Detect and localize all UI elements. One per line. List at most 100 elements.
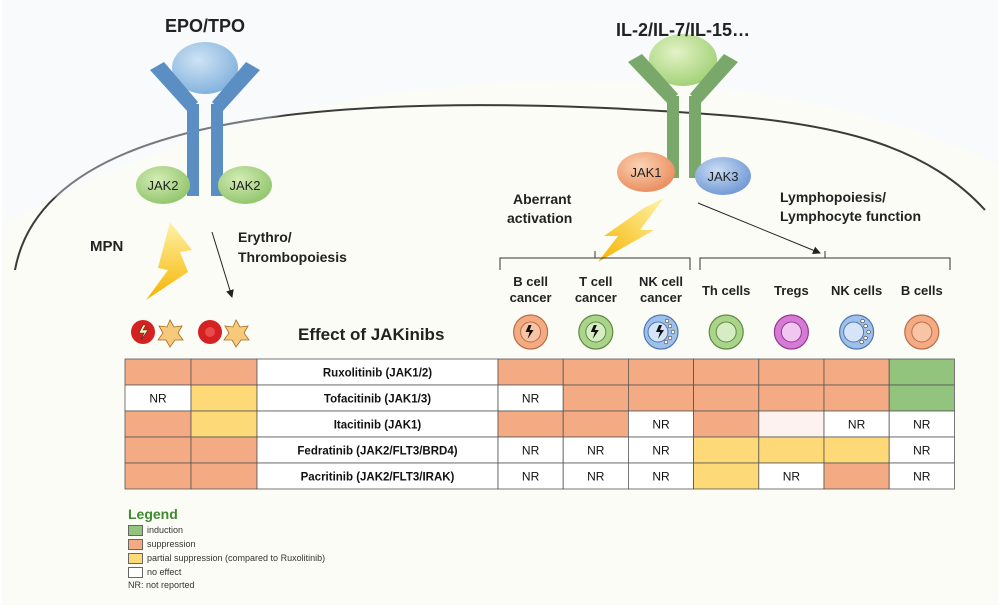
ligand-epo-tpo: EPO/TPO <box>165 16 245 36</box>
table-cell-nk-cancer <box>628 410 695 438</box>
il-ligand <box>649 34 717 86</box>
table-cell-b-cancer <box>497 384 564 412</box>
jak2-left-a <box>136 166 190 204</box>
table-cell-nk <box>823 462 890 490</box>
table-cell-th <box>693 384 760 412</box>
table-cell-mpn-2 <box>190 410 258 438</box>
drug-name: Itacitinib (JAK1) <box>334 420 422 432</box>
nr-text: NR <box>587 444 605 458</box>
column-header-b-cancer-2: cancer <box>510 290 552 305</box>
column-header-nk: NK cells <box>831 283 882 298</box>
drug-name: Tofacitinib (JAK1/3) <box>324 394 431 406</box>
table-cell-drug <box>256 436 499 464</box>
jak3-ellipse <box>695 157 751 195</box>
legend: Legend induction suppression partial sup… <box>128 506 428 590</box>
legend-item-partial: partial suppression (compared to Ruxolit… <box>128 552 428 564</box>
column-header-t-cancer-2: cancer <box>575 290 617 305</box>
mpn-cells-icon <box>131 319 184 348</box>
erythro-label-1: Erythro/ <box>238 229 292 245</box>
table-cell-nk <box>823 410 890 438</box>
table-cell-nk-cancer <box>628 358 695 386</box>
table-cell-t-cancer <box>562 410 629 438</box>
legend-swatch-induction <box>128 524 143 536</box>
table-cell-mpn-1 <box>124 436 192 464</box>
column-header-b-cancer-1: B cell <box>513 274 548 289</box>
table-cell-treg <box>758 384 825 412</box>
table-cell-nk-cancer <box>628 462 695 490</box>
table-cell-mpn-1 <box>124 410 192 438</box>
table-cell-drug <box>256 410 499 438</box>
legend-title: Legend <box>128 506 178 522</box>
nr-text: NR <box>848 418 866 432</box>
jak2-label-a: JAK2 <box>147 178 178 193</box>
legend-item-suppression: suppression <box>128 538 428 550</box>
legend-label-partial: partial suppression (compared to Ruxolit… <box>147 552 326 563</box>
aberrant-label-2: activation <box>507 210 572 226</box>
legend-swatch-suppression <box>128 538 143 550</box>
nk-cancer-cell-icon <box>643 314 679 350</box>
mpn-lightning-icon <box>146 222 192 300</box>
nk-cell-icon <box>838 314 875 350</box>
legend-label-no-effect: no effect <box>147 566 182 577</box>
table-cell-b <box>888 384 955 412</box>
column-header-nk-cancer-1: NK cell <box>639 274 683 289</box>
table-cell-treg <box>758 358 825 386</box>
nr-text: NR <box>913 444 931 458</box>
table-cell-t-cancer <box>562 358 629 386</box>
table-cell-drug <box>256 384 499 412</box>
lympho-arrow <box>697 202 821 255</box>
table-cell-th <box>693 436 760 464</box>
column-header-th: Th cells <box>702 283 750 298</box>
ligand-il: IL-2/IL-7/IL-15… <box>616 20 750 40</box>
table-cell-b-cancer <box>497 358 564 386</box>
nr-text: NR <box>652 444 670 458</box>
table-cell-treg <box>758 436 825 464</box>
jak2-label-b: JAK2 <box>229 178 260 193</box>
table-cell-mpn-1 <box>124 358 192 386</box>
legend-swatch-partial <box>128 552 143 564</box>
lympho-label-2: Lymphocyte function <box>780 208 921 224</box>
column-header-b: B cells <box>901 283 943 298</box>
lympho-label-1: Lymphopoiesis/ <box>780 189 886 205</box>
table-cell-th <box>693 358 760 386</box>
legend-item-induction: induction <box>128 524 428 536</box>
legend-label-suppression: suppression <box>147 538 196 549</box>
b-cancer-cell-icon <box>512 314 549 350</box>
nr-text: NR <box>652 470 670 484</box>
nr-text: NR <box>652 418 670 432</box>
table-cell-b <box>888 358 955 386</box>
table-cell-b <box>888 410 955 438</box>
aberrant-lightning-icon <box>598 198 664 262</box>
table-cell-mpn-2 <box>190 436 258 464</box>
drug-name: Ruxolitinib (JAK1/2) <box>323 368 432 380</box>
nr-text: NR <box>913 470 931 484</box>
table-cell-th <box>693 462 760 490</box>
erythro-label-2: Thrombopoiesis <box>238 249 347 265</box>
table-cell-mpn-1 <box>124 462 192 490</box>
jak1-ellipse <box>617 152 675 192</box>
legend-swatch-no-effect <box>128 566 143 578</box>
epo-tpo-ligand <box>172 42 238 94</box>
table-cell-b <box>888 462 955 490</box>
cancer-bracket <box>499 251 691 270</box>
legend-item-no-effect: no effect <box>128 566 428 578</box>
table-cell-t-cancer <box>562 436 629 464</box>
table-cell-th <box>693 410 760 438</box>
aberrant-label-1: Aberrant <box>513 191 572 207</box>
lymphocyte-bracket <box>699 251 951 270</box>
erythro-cells-icon <box>198 319 250 348</box>
legend-label-induction: induction <box>147 524 184 535</box>
jak3-label: JAK3 <box>707 169 738 184</box>
th-cell-icon <box>708 314 744 350</box>
extracellular-region <box>2 0 998 225</box>
table-cell-nk-cancer <box>628 384 695 412</box>
cell-membrane <box>14 104 986 271</box>
drug-name: Fedratinib (JAK2/FLT3/BRD4) <box>297 446 457 458</box>
jak1-label: JAK1 <box>630 165 661 180</box>
t-cancer-cell-icon <box>578 314 614 350</box>
column-header-treg: Tregs <box>774 283 809 298</box>
